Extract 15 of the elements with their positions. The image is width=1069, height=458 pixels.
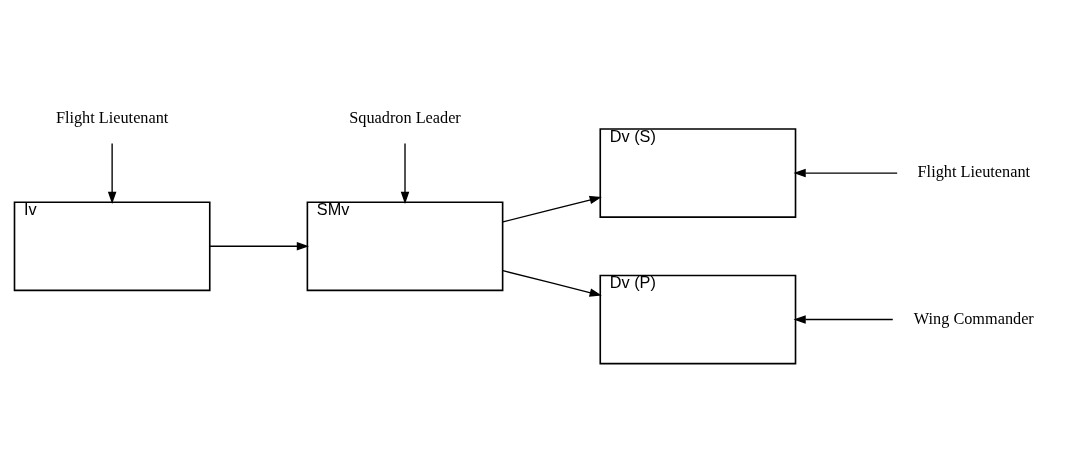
node-text: Wing Commander	[913, 309, 1034, 328]
node-box: Dv (S)	[599, 128, 797, 218]
node-text: Squadron Leader	[349, 109, 461, 128]
arrow	[502, 195, 602, 223]
node-text: Flight Lieutenant	[917, 163, 1031, 182]
arrow	[793, 315, 894, 324]
arrow	[793, 168, 898, 178]
arrow	[400, 142, 410, 205]
node-text: Flight Lieutenant	[55, 109, 169, 128]
node-box: Iv	[13, 201, 211, 292]
arrow	[209, 242, 309, 251]
node-box: SMv	[306, 201, 504, 292]
arrow	[107, 142, 117, 205]
arrow	[502, 270, 602, 297]
node-box: Dv (P)	[599, 274, 797, 365]
